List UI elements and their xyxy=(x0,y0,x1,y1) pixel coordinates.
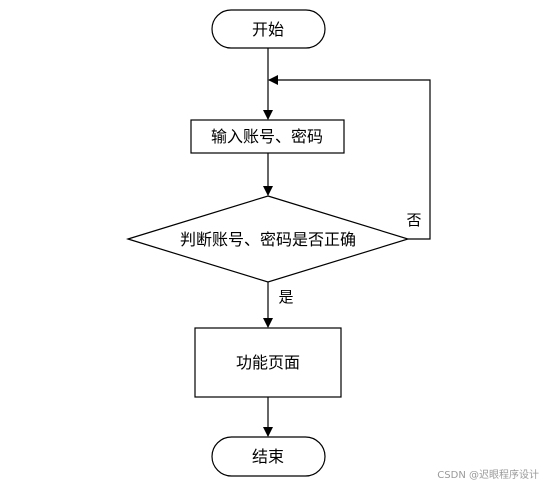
edge-label-yes: 是 xyxy=(278,288,293,306)
start-node: 开始 xyxy=(211,9,326,49)
function-page-label: 功能页面 xyxy=(236,353,300,372)
input-credentials-label: 输入账号、密码 xyxy=(211,127,323,146)
input-credentials-node: 输入账号、密码 xyxy=(190,119,345,154)
edge-decision-no-to-input xyxy=(268,75,431,240)
decision-node: 判断账号、密码是否正确 xyxy=(125,195,411,283)
end-node-label: 结束 xyxy=(252,447,284,466)
end-node: 结束 xyxy=(211,436,326,477)
edge-label-no: 否 xyxy=(406,211,421,229)
function-page-node: 功能页面 xyxy=(194,327,342,398)
decision-label: 判断账号、密码是否正确 xyxy=(180,230,356,249)
csdn-watermark: CSDN @迟眼程序设计 xyxy=(437,470,539,481)
start-node-label: 开始 xyxy=(252,20,284,39)
